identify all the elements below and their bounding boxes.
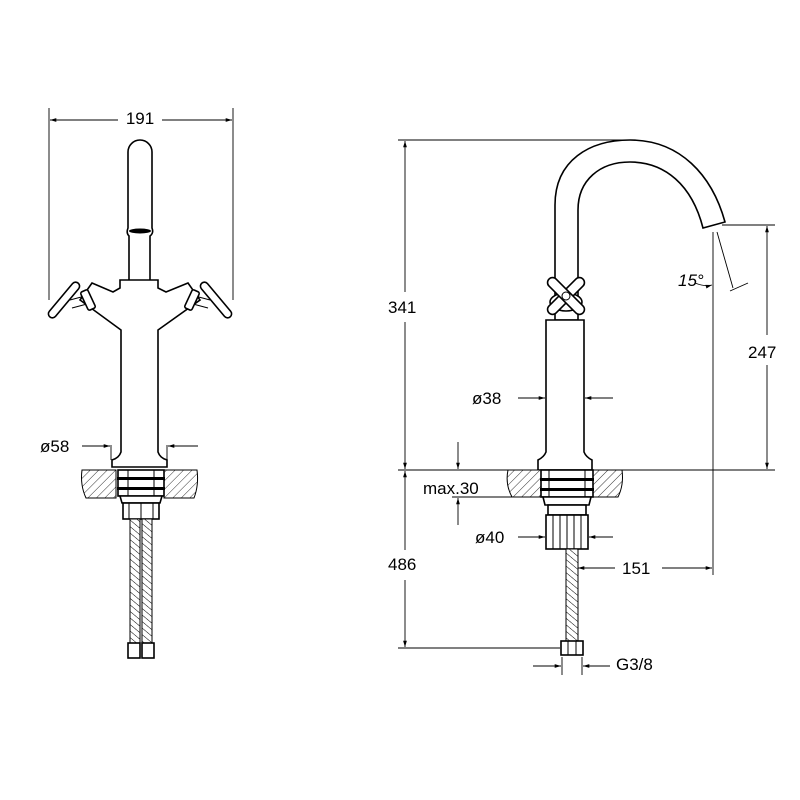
gooseneck-spout bbox=[554, 139, 726, 321]
countertop-section-right-side bbox=[592, 469, 623, 498]
deck-thickness-label: max.30 bbox=[423, 479, 479, 498]
deck-thickness-dimension: max.30 bbox=[423, 442, 479, 525]
body-diameter-label: ø58 bbox=[40, 437, 69, 456]
left-handle[interactable] bbox=[47, 281, 96, 320]
countertop-section-left-side bbox=[506, 469, 542, 498]
width-dimension: 191 bbox=[48, 108, 234, 300]
spout-reach-label: 151 bbox=[622, 559, 650, 578]
front-view: 191 ø58 bbox=[40, 108, 234, 659]
front-body bbox=[78, 279, 202, 468]
side-view: 341 486 247 15° bbox=[388, 139, 776, 675]
body-diameter-dimension-side: ø38 bbox=[472, 389, 613, 408]
spout-height-dimension: 247 bbox=[748, 225, 776, 469]
hose-end-nut-side bbox=[560, 640, 584, 656]
front-spout bbox=[126, 139, 154, 283]
supply-hose-side bbox=[565, 548, 579, 642]
supply-hose-left bbox=[129, 518, 141, 644]
spout-band bbox=[129, 228, 151, 234]
side-body-diameter-label: ø38 bbox=[472, 389, 501, 408]
width-label: 191 bbox=[126, 109, 154, 128]
mounting-nut bbox=[117, 469, 165, 497]
nut-diameter-label: ø40 bbox=[475, 528, 504, 547]
spout-height-label: 247 bbox=[748, 343, 776, 362]
spout-angle-label: 15° bbox=[678, 271, 704, 290]
hose-length-label: 486 bbox=[388, 555, 416, 574]
nut-diameter-dimension: ø40 bbox=[475, 528, 613, 547]
supply-hose-right bbox=[141, 518, 153, 644]
total-height-dimension: 341 bbox=[388, 140, 416, 469]
hose-length-dimension: 486 bbox=[388, 471, 416, 647]
connection-dimension: G3/8 bbox=[533, 655, 653, 675]
spout-angle-dimension: 15° bbox=[678, 231, 749, 292]
countertop-section-right bbox=[163, 469, 199, 499]
side-body bbox=[537, 319, 593, 471]
cross-handle[interactable] bbox=[545, 275, 586, 316]
countertop-section-left bbox=[81, 469, 117, 499]
hose-end-nut-right bbox=[141, 642, 155, 659]
right-handle[interactable] bbox=[184, 281, 233, 320]
connection-label: G3/8 bbox=[616, 655, 653, 674]
spout-reach-dimension: 151 bbox=[578, 559, 712, 578]
body-diameter-dimension: ø58 bbox=[40, 437, 198, 460]
mounting-nut-side bbox=[540, 469, 594, 498]
hose-end-nut-left bbox=[127, 642, 141, 659]
total-height-label: 341 bbox=[388, 298, 416, 317]
